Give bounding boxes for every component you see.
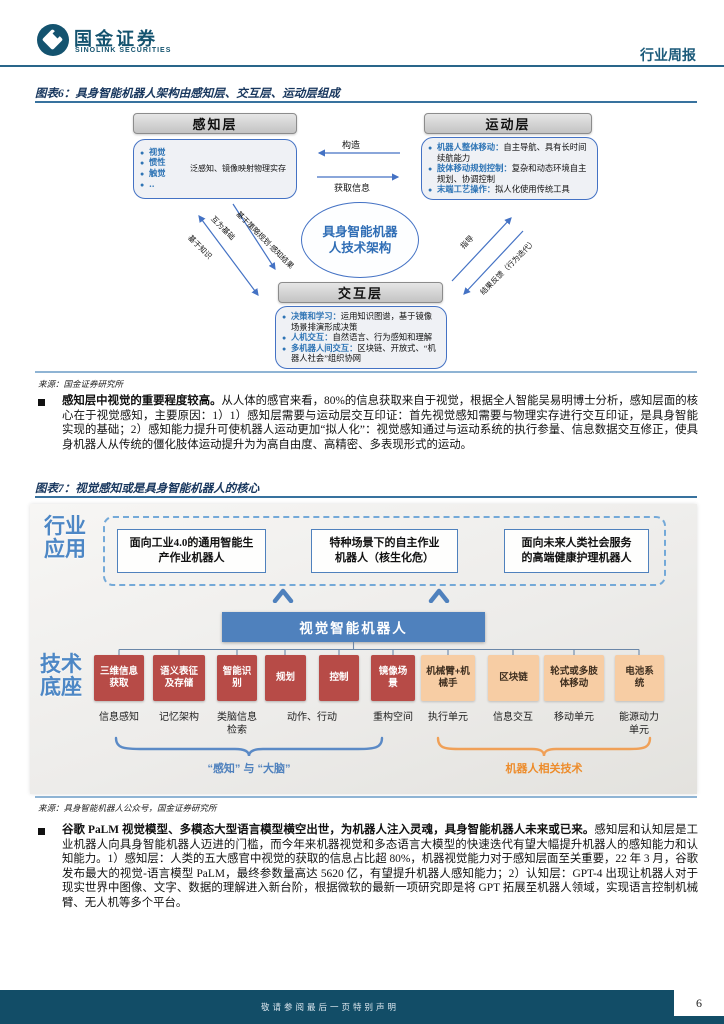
fig7-source: 来源：具身智能机器人公众号，国金证券研究所: [38, 803, 217, 813]
brace-label-robot-tech: 机器人相关技术: [505, 763, 583, 775]
header-rule: [0, 65, 724, 67]
bullet-dot-icon: ●: [140, 148, 145, 157]
list-item: ●末端工艺操作：拟人化使用传统工具: [428, 185, 570, 195]
vision-robot-banner: 视觉智能机器人: [222, 612, 485, 642]
app-box-special: 特种场景下的自主作业机器人（核生化危）: [311, 529, 458, 573]
tech-box-mirror-scene: 镜像场景: [371, 655, 415, 701]
motion-layer-box: ●机器人整体移动：自主导航、具有长时间续航能力 ●肢体移动规划控制：复杂和动态环…: [421, 137, 598, 200]
bullet-dot-icon: ●: [428, 186, 433, 195]
page-number: 6: [674, 990, 724, 1016]
caption-exec-unit: 执行单元: [428, 712, 468, 723]
tech-box-recognition: 智能识别: [217, 655, 257, 701]
fig6-bottom-rule: [35, 371, 697, 373]
brace-label-perception-brain: “感知” 与 “大脑”: [207, 763, 291, 775]
caption-action: 动作、行动: [287, 712, 337, 723]
fig6-title-underline: [35, 101, 697, 103]
list-item: ●人机交互：自然语言、行为感知和理解: [282, 333, 433, 343]
brand-name-cn: 国金证券: [74, 29, 158, 49]
bullet-dot-icon: ●: [140, 180, 145, 189]
perception-layer-header: 感知层: [133, 113, 297, 134]
caption-memory: 记忆架构: [159, 712, 199, 723]
caption-brain-retrieval: 类脑信息检索: [217, 712, 257, 736]
tech-box-planning: 规划: [265, 655, 306, 701]
perception-note: 泛感知、镜像映射物理实存: [190, 164, 286, 173]
bullet-dot-icon: ●: [282, 334, 287, 343]
list-item: ●视觉: [140, 147, 166, 157]
industry-application-label: 行业应用: [44, 515, 86, 561]
brand-name-en: SINOLINK SECURITIES: [75, 47, 172, 54]
tech-box-arm-hand: 机械臂+机械手: [421, 655, 475, 701]
caption-info-exchange: 信息交互: [493, 712, 533, 723]
blue-brace-icon: [114, 736, 384, 757]
list-item: ●多机器人间交互：区块链、开放式、“机器人社会”组织协网: [282, 343, 436, 364]
bullet-dot-icon: ●: [282, 313, 287, 321]
list-item: ●决策和学习：运用知识图谱，基于镜像场景排演形成决策: [282, 312, 433, 332]
list-item: ●触觉: [140, 169, 166, 178]
caption-info-sensing: 信息感知: [99, 712, 139, 723]
fig7-title: 图表7：视觉感知或是具身智能机器人的核心: [35, 483, 260, 495]
tech-box-semantic: 语义表征及存储: [153, 655, 205, 701]
caption-move-unit: 移动单元: [554, 712, 594, 723]
bullet-dot-icon: ●: [140, 170, 145, 178]
list-item: ●机器人整体移动：自主导航、具有长时间续航能力: [428, 143, 587, 163]
caption-energy-unit: 能源动力单元: [619, 712, 659, 736]
tech-box-control: 控制: [319, 655, 359, 701]
center-ellipse: 具身智能机器人技术架构: [301, 202, 419, 278]
sinolink-logo-icon: [37, 24, 69, 56]
report-type-label: 行业周报: [640, 49, 696, 64]
perception-layer-box: ●视觉 ●惯性 ●触觉 ●‥ 泛感知、镜像映射物理实存: [133, 139, 297, 199]
arrows-layer: [198, 149, 524, 296]
fig6-source: 来源：国金证券研究所: [38, 379, 124, 389]
tech-box-3d-info: 三维信息获取: [94, 655, 144, 701]
paragraph-body: 从人体的感官来看，80%的信息获取来自于视觉，根据全人智能吴易明博士分析，感知层…: [62, 395, 698, 451]
paragraph-bold-lead: 谷歌 PaLM 视觉模型、多模态大型语言模型横空出世，为机器人注入灵魂，具身智能…: [62, 824, 595, 836]
chevron-up-icon: [428, 588, 450, 603]
arrow-label-get-info: 获取信息: [333, 183, 370, 193]
interaction-layer-box: ●决策和学习：运用知识图谱，基于镜像场景排演形成决策 ●人机交互：自然语言、行为…: [275, 306, 447, 369]
paragraph-bold-lead: 感知层中视觉的重要程度较高。: [62, 395, 222, 407]
fig6-title: 图表6：具身智能机器人架构由感知层、交互层、运动层组成: [35, 88, 340, 100]
list-item: ●惯性: [140, 158, 166, 168]
footer-disclaimer: 敬请参阅最后一页特别声明: [260, 1002, 399, 1012]
chevron-up-icon: [272, 588, 294, 603]
app-box-industrial: 面向工业4.0的通用智能生产作业机器人: [117, 529, 266, 573]
paragraph-palm: 谷歌 PaLM 视觉模型、多模态大型语言模型横空出世，为机器人注入灵魂，具身智能…: [62, 823, 698, 911]
fig6-diagram: 感知层 ●视觉 ●惯性 ●触觉 ●‥ 泛感知、镜像映射物理实存 运动层 ●机器人…: [0, 106, 724, 374]
application-dashed-box: [103, 516, 666, 586]
list-item: ●肢体移动规划控制：复杂和动态环境自主规划、协调控制: [428, 164, 587, 184]
motion-layer-header: 运动层: [424, 113, 592, 134]
bullet-square-icon: [38, 399, 45, 406]
fig7-title-underline: [35, 496, 697, 498]
fig7-bottom-rule: [35, 796, 697, 798]
list-item: ●‥: [140, 179, 155, 189]
bullet-dot-icon: ●: [140, 159, 145, 168]
arrow-label-construct: 构造: [341, 140, 360, 150]
tech-base-label: 技术底座: [40, 653, 82, 699]
bullet-square-icon: [38, 828, 45, 835]
footer-bar: 敬请参阅最后一页特别声明 6: [0, 990, 724, 1024]
orange-brace-icon: [436, 736, 652, 757]
fig7-diagram: 行业应用 面向工业4.0的通用智能生产作业机器人 特种场景下的自主作业机器人（核…: [0, 502, 724, 795]
interaction-layer-header: 交互层: [278, 282, 443, 303]
caption-space-rebuild: 重构空间: [373, 712, 413, 723]
bullet-dot-icon: ●: [428, 165, 433, 174]
paragraph-perception: 感知层中视觉的重要程度较高。从人体的感官来看，80%的信息获取来自于视觉，根据全…: [62, 394, 698, 452]
app-box-healthcare: 面向未来人类社会服务的高端健康护理机器人: [504, 529, 649, 573]
tech-box-blockchain: 区块链: [488, 655, 539, 701]
tech-box-battery: 电池系统: [615, 655, 664, 701]
bullet-dot-icon: ●: [428, 144, 433, 152]
tech-box-mobility: 轮式或多肢体移动: [544, 655, 604, 701]
bullet-dot-icon: ●: [282, 344, 287, 353]
paragraph-body: 感知层和认知层是工业机器人向具身智能机器人迈进的门槛，而今年来机器视觉和多态语言…: [62, 824, 698, 909]
